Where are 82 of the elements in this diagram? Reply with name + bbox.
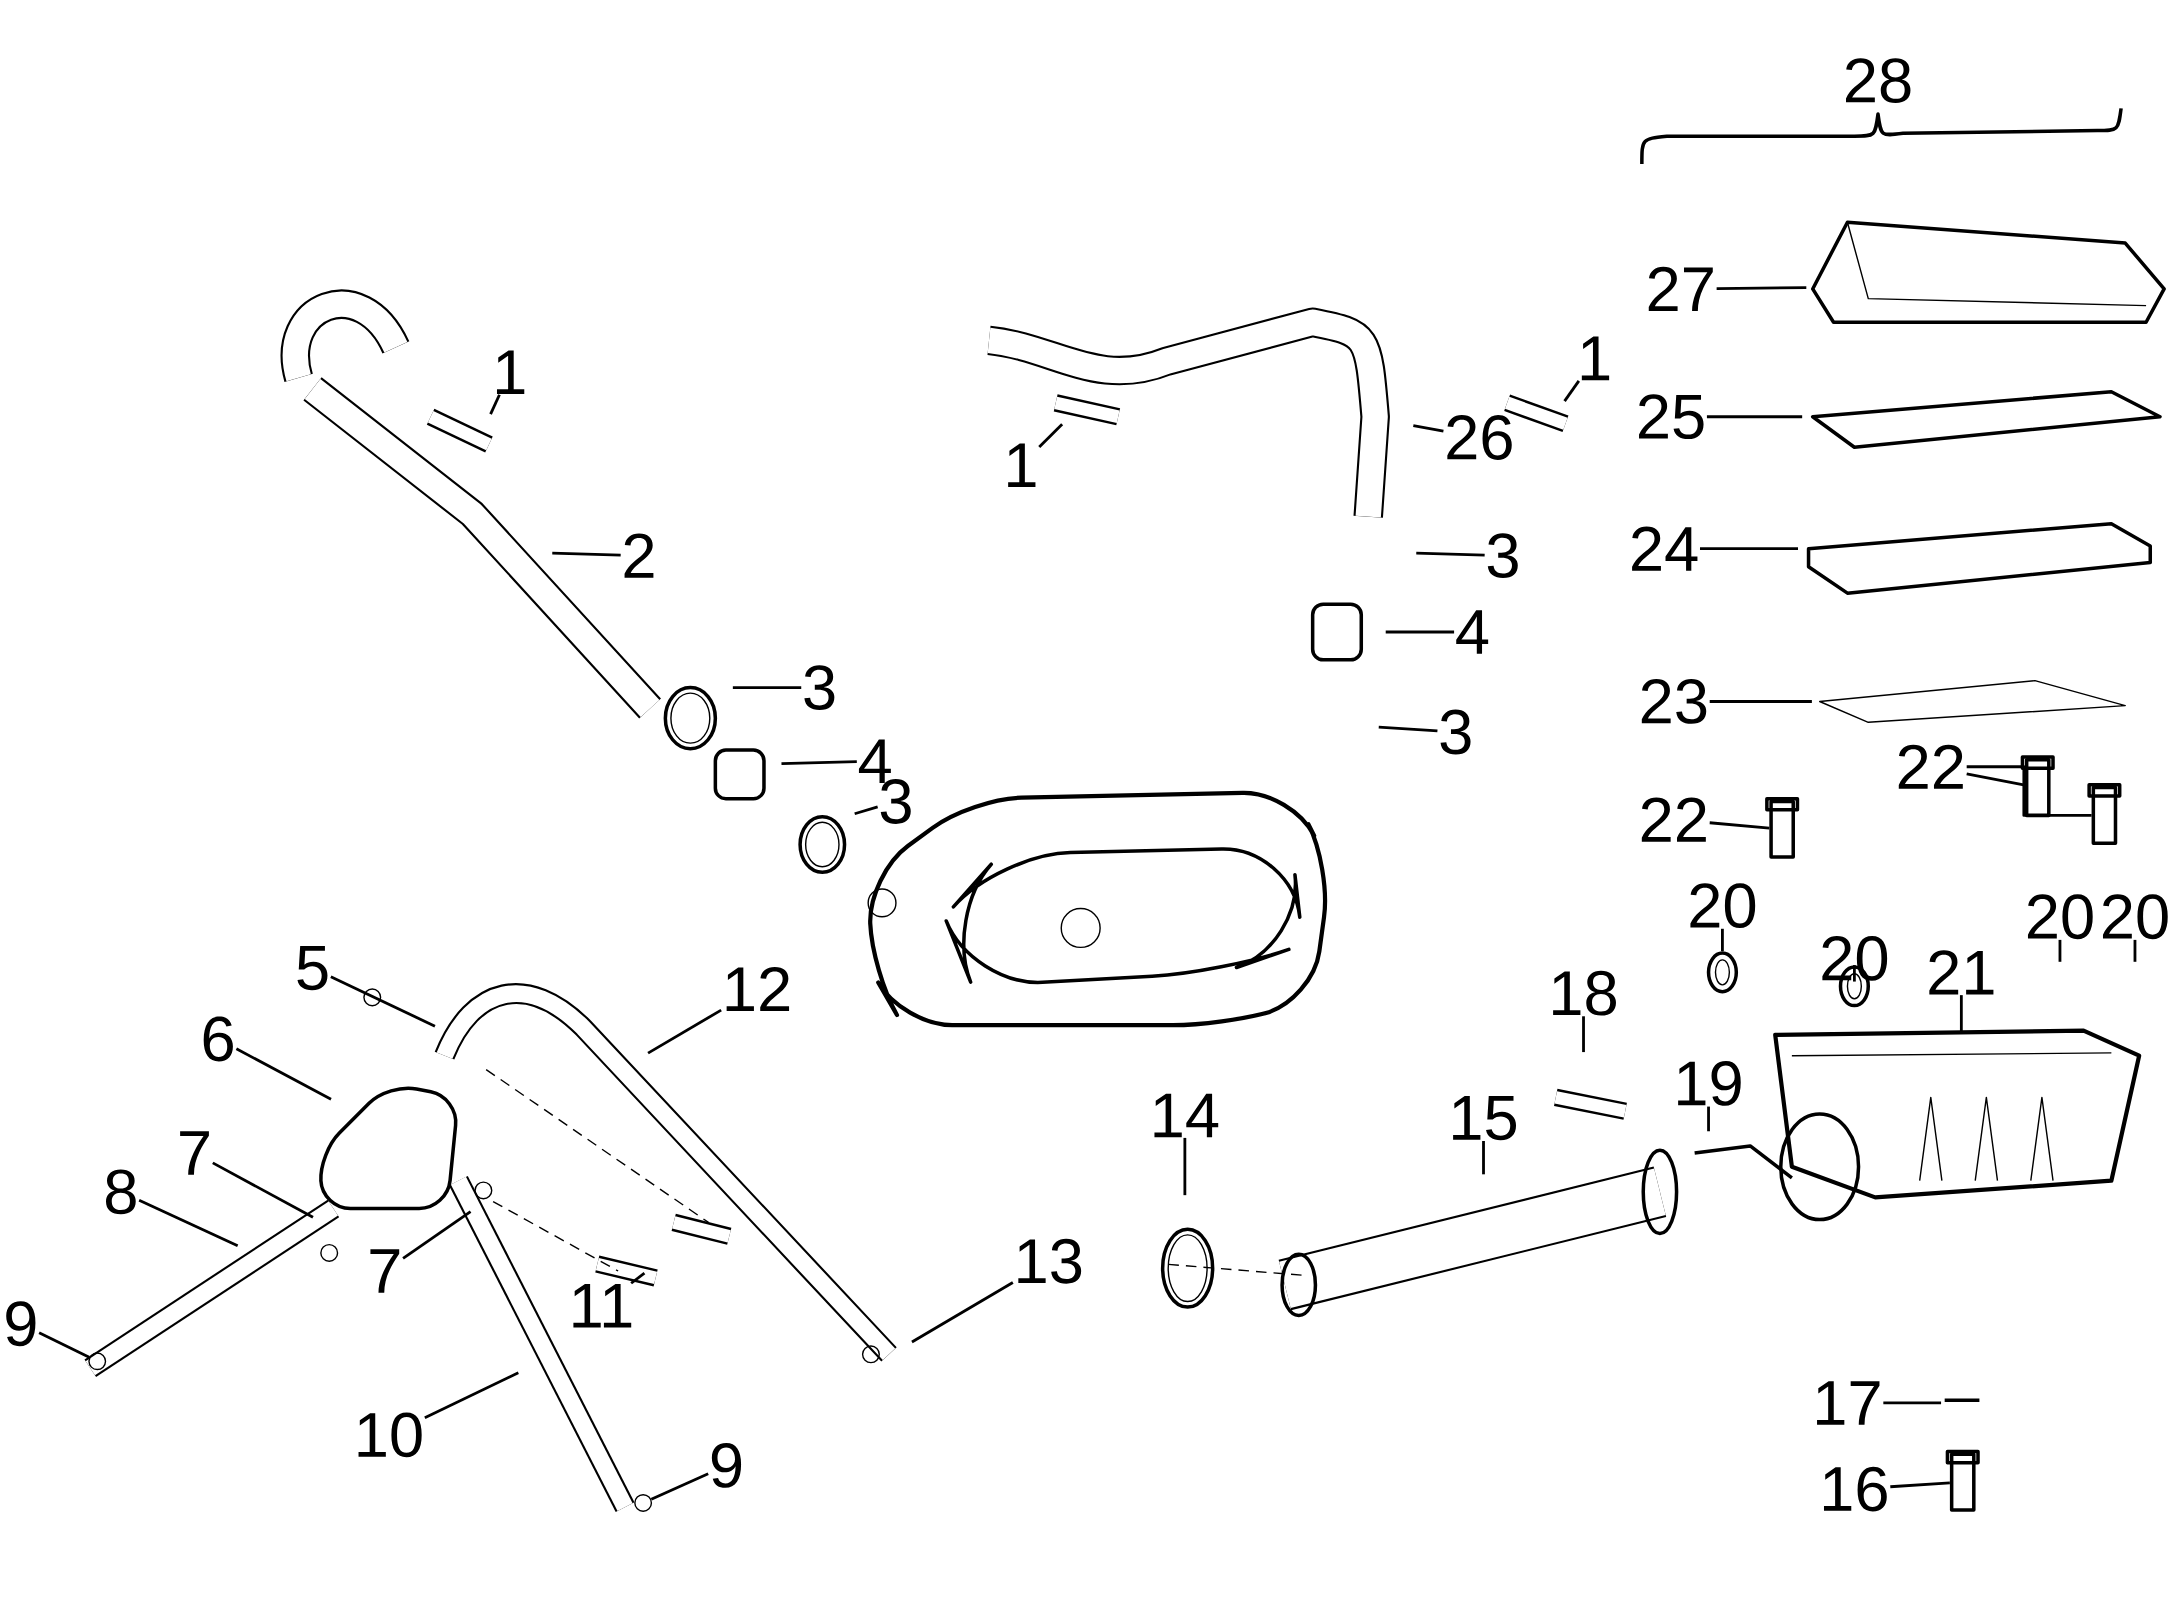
callout-number: 1 (497, 350, 525, 395)
leader-line (1890, 1481, 1950, 1489)
callout-number: 24 (1632, 526, 1698, 571)
leader-line (1416, 551, 1485, 557)
leader-line (1707, 1106, 1710, 1132)
nut (88, 1352, 107, 1371)
nut (634, 1494, 653, 1513)
leader-line (732, 686, 802, 690)
leader-line (235, 1047, 332, 1101)
callout-number: 15 (1453, 1096, 1517, 1141)
leader-line (1709, 821, 1770, 830)
callout-number: 20 (2027, 894, 2093, 940)
leader-line (330, 975, 436, 1028)
leader-line (1716, 286, 1807, 291)
leader-line (1183, 1138, 1187, 1196)
callout-number: 20 (2103, 894, 2168, 940)
clamp (1706, 951, 1739, 994)
leader-line (854, 805, 879, 816)
callout-number: 9 (6, 1301, 36, 1347)
leader-line (1482, 1141, 1485, 1175)
leader-line (781, 760, 857, 766)
leader-line (647, 1009, 722, 1055)
callout-number: 1 (1581, 336, 1610, 381)
callout-number: 23 (1641, 679, 1707, 724)
callout-number: 12 (726, 967, 790, 1012)
callout-number: 26 (1447, 415, 1512, 461)
callout-number: 5 (297, 946, 328, 991)
leader-line (402, 1210, 472, 1260)
leader-line (1385, 630, 1455, 634)
callout-number: 3 (1487, 533, 1518, 579)
bolt (1765, 797, 1800, 859)
callout-number: 9 (711, 1443, 742, 1488)
callout-number: 13 (1018, 1238, 1082, 1284)
leader-line (1721, 928, 1724, 952)
callout-number: 10 (358, 1412, 422, 1458)
leader-line (2133, 940, 2137, 962)
callout-number: 25 (1639, 394, 1704, 440)
leader-line (1582, 1016, 1585, 1053)
callout-number: 1 (1008, 443, 1036, 488)
leader-line (38, 1331, 90, 1359)
callout-number: 8 (106, 1169, 136, 1215)
callout-number: 17 (1817, 1381, 1880, 1425)
callout-number: 2 (624, 533, 654, 578)
leader-line (489, 394, 501, 415)
leader-line (1378, 725, 1438, 733)
bolt (1945, 1449, 1980, 1512)
leader-line (911, 1281, 1014, 1344)
callout-number: 19 (1678, 1061, 1741, 1106)
leader-line (212, 1161, 314, 1219)
leader-line (1966, 765, 2092, 817)
callout-number: 28 (1846, 58, 1911, 104)
callout-number: 22 (1641, 797, 1706, 842)
leader-line (1883, 1401, 1942, 1405)
leader-line (1038, 423, 1064, 449)
callout-number: 6 (203, 1016, 233, 1062)
leader-line (1413, 424, 1444, 433)
leader-line (1563, 380, 1580, 403)
callout-number: 3 (804, 665, 835, 711)
callout-number: 3 (1440, 709, 1471, 755)
leader-line (138, 1199, 239, 1248)
leader-line (552, 551, 621, 557)
leader-line (1700, 547, 1798, 551)
callout-number: 20 (1690, 883, 1756, 929)
leader-line (424, 1371, 519, 1420)
callout-number: 4 (1456, 610, 1489, 654)
leader-line (1706, 415, 1803, 419)
leader-line (2058, 940, 2062, 962)
leader-line (650, 1472, 709, 1501)
callout-number: 22 (1898, 744, 1963, 789)
bolt (2087, 783, 2122, 846)
callout-number: 18 (1553, 970, 1616, 1016)
callout-number: 27 (1648, 266, 1713, 312)
leader-line (1852, 965, 1856, 982)
callout-number: 21 (1929, 950, 1994, 995)
leader-line (1959, 995, 1963, 1035)
callout-number: 11 (573, 1284, 632, 1328)
callout-number: 7 (180, 1131, 209, 1175)
leader-line (630, 1272, 646, 1285)
callout-number: 7 (370, 1249, 400, 1293)
leader-line (1709, 700, 1812, 703)
callout-number: 14 (1154, 1093, 1219, 1138)
callout-number: 16 (1824, 1466, 1887, 1512)
